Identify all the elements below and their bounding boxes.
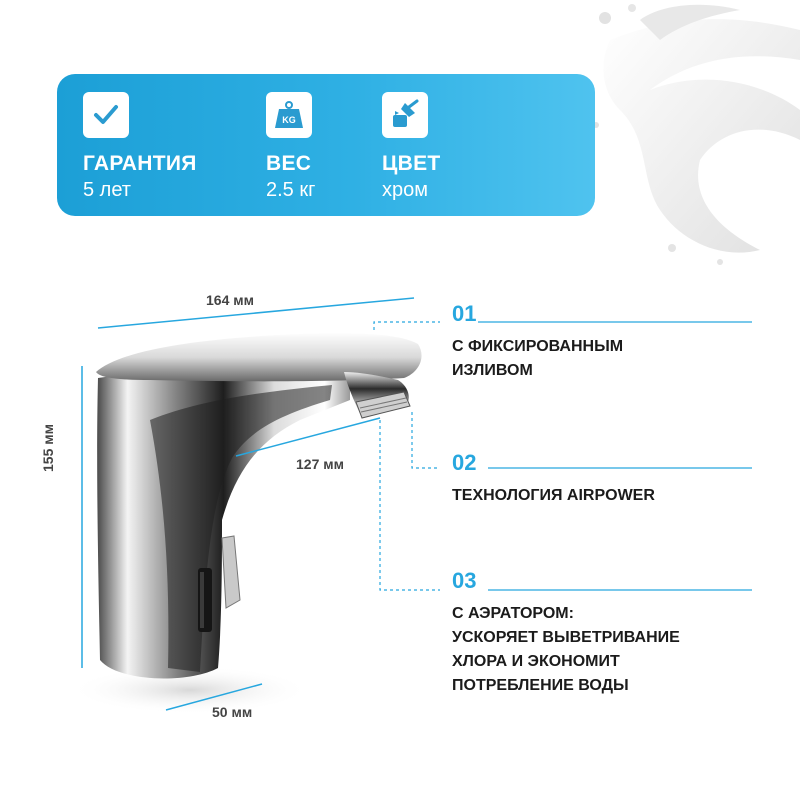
feature-line: ПОТРЕБЛЕНИЕ ВОДЫ <box>452 677 629 694</box>
feature-line: ТЕХНОЛОГИЯ AIRPOWER <box>452 487 655 504</box>
feature-number: 02 <box>452 450 477 475</box>
feature-line: С ФИКСИРОВАННЫМ <box>452 338 624 355</box>
dimension-base-width-label: 50 мм <box>212 704 253 720</box>
feature-text: С АЭРАТОРОМ: УСКОРЯЕТ ВЫВЕТРИВАНИЕ ХЛОРА… <box>452 602 680 698</box>
weight-icon-text: KG <box>282 115 296 125</box>
feature-line: ХЛОРА И ЭКОНОМИТ <box>452 653 620 670</box>
specs-card: ГАРАНТИЯ 5 лет KG ВЕС 2.5 кг ЦВЕТ хром <box>57 74 595 216</box>
feature-number: 01 <box>452 301 477 326</box>
spec-warranty: ГАРАНТИЯ 5 лет <box>83 92 197 202</box>
feature-item-1: 01 С ФИКСИРОВАННЫМ ИЗЛИВОМ <box>452 301 623 383</box>
feature-text: ТЕХНОЛОГИЯ AIRPOWER <box>452 484 655 508</box>
feature-item-3: 03 С АЭРАТОРОМ: УСКОРЯЕТ ВЫВЕТРИВАНИЕ ХЛ… <box>452 568 680 698</box>
spec-value: хром <box>382 179 428 201</box>
paint-brush-icon <box>382 92 428 138</box>
dimension-spout-reach-label: 127 мм <box>296 456 344 472</box>
dimension-length-label: 164 мм <box>206 292 254 308</box>
feature-line: ИЗЛИВОМ <box>452 362 533 379</box>
spec-title: ЦВЕТ <box>382 152 441 175</box>
spec-title: ВЕС <box>266 152 312 175</box>
spec-value: 2.5 кг <box>266 179 316 201</box>
spec-weight: KG ВЕС 2.5 кг <box>266 92 315 202</box>
spec-title: ГАРАНТИЯ <box>83 152 197 175</box>
feature-line: УСКОРЯЕТ ВЫВЕТРИВАНИЕ <box>452 629 680 646</box>
checkmark-icon <box>83 92 129 138</box>
feature-text: С ФИКСИРОВАННЫМ ИЗЛИВОМ <box>452 335 623 383</box>
spec-value: 5 лет <box>83 179 131 201</box>
weight-kg-icon: KG <box>266 92 312 138</box>
feature-line: С АЭРАТОРОМ: <box>452 605 574 622</box>
feature-number: 03 <box>452 568 477 593</box>
spec-color: ЦВЕТ хром <box>382 92 441 202</box>
feature-item-2: 02 ТЕХНОЛОГИЯ AIRPOWER <box>452 450 655 508</box>
dimension-height-label: 155 мм <box>40 424 56 472</box>
